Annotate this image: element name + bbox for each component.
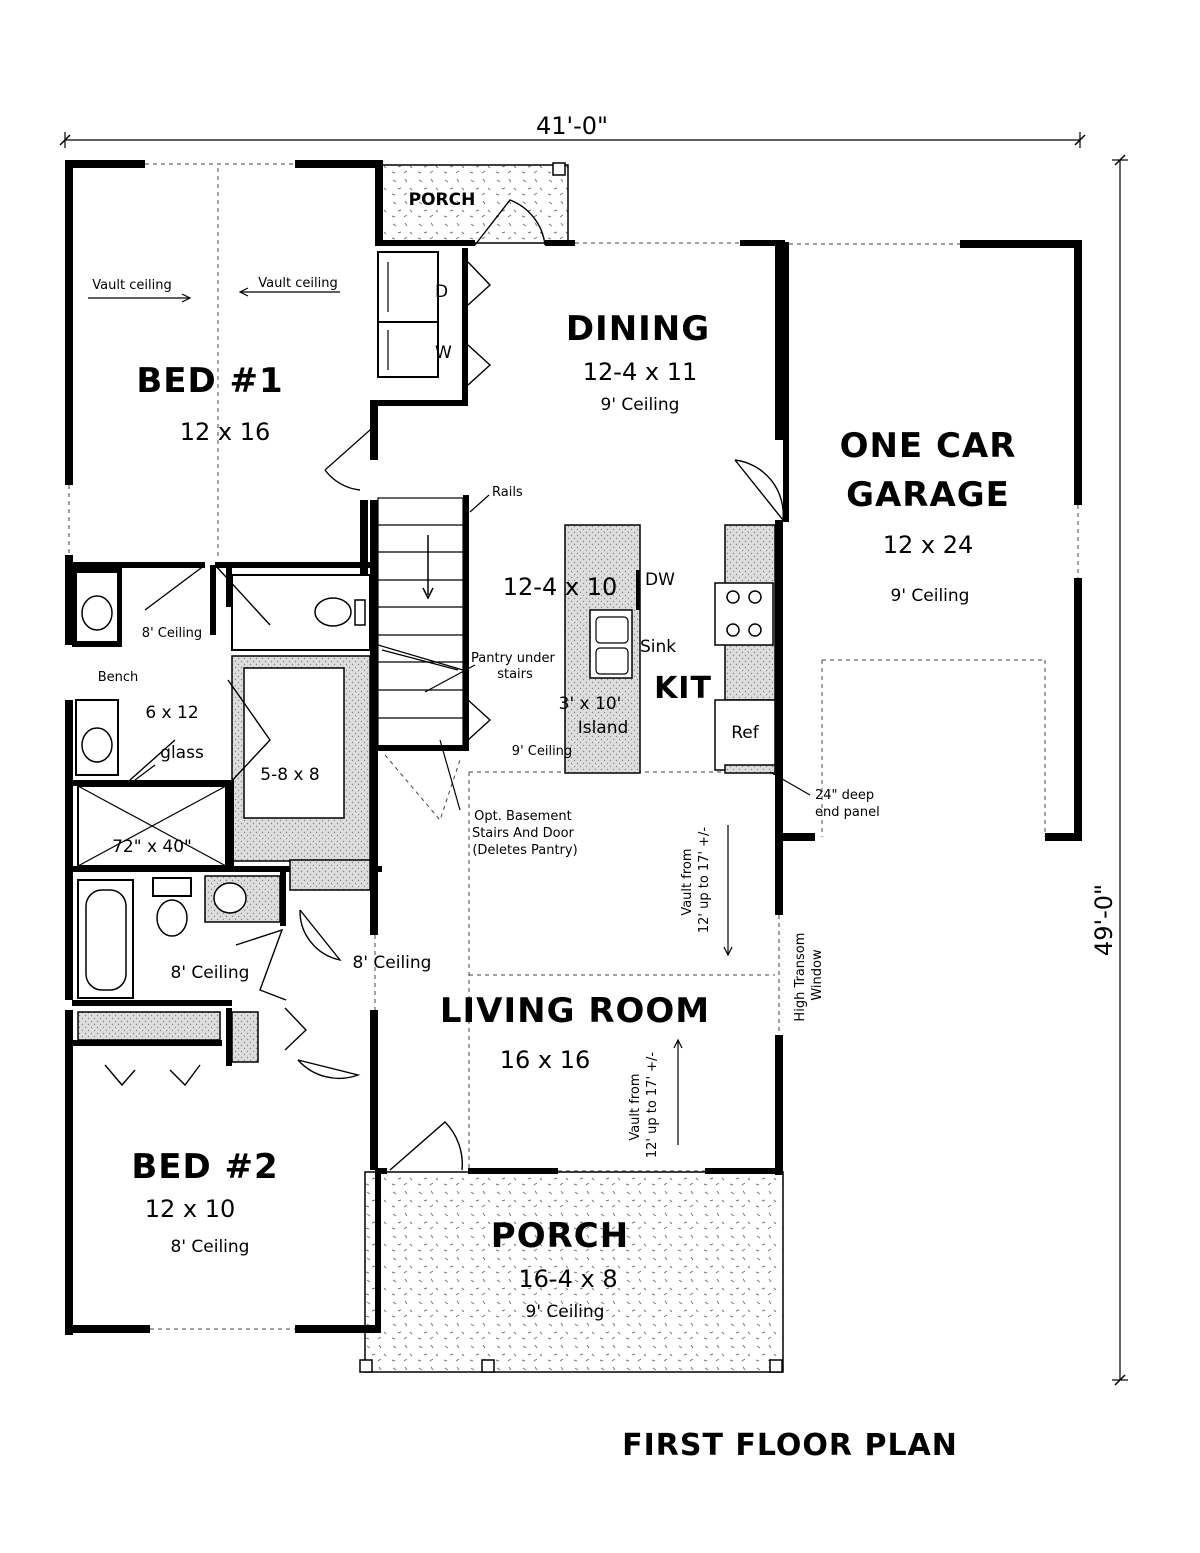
- hall-ceiling: 8' Ceiling: [353, 953, 432, 973]
- interior-walls: [65, 168, 775, 1170]
- pantry-leader: [424, 664, 476, 693]
- basement-leader: [439, 739, 461, 811]
- bed2-size: 12 x 10: [145, 1195, 236, 1223]
- island-size: 3' x 10': [559, 694, 622, 714]
- bed1-name: BED #1: [136, 361, 283, 401]
- basement-note: Opt. Basement Stairs And Door (Deletes P…: [472, 809, 578, 858]
- closet1-size: 5-8 x 8: [260, 765, 319, 785]
- garage-size: 12 x 24: [883, 531, 974, 559]
- porch-post: [552, 162, 566, 176]
- dining-name: DINING: [566, 309, 710, 349]
- basement-note-line: (Deletes Pantry): [472, 843, 577, 858]
- living-name: LIVING ROOM: [440, 991, 710, 1031]
- kitchen-fixtures: [564, 524, 776, 774]
- island-label: Island: [578, 718, 629, 738]
- living-vault-upper-line: 12' up to 17' +/-: [697, 827, 712, 934]
- bed2-ceiling: 8' Ceiling: [171, 1237, 250, 1257]
- bath1-size: 6 x 12: [145, 703, 198, 723]
- kitchen-size: 12-4 x 10: [503, 573, 617, 601]
- glass-label: glass: [160, 743, 204, 763]
- exterior-walls: [65, 160, 1082, 1335]
- living-vault-lower: Vault from 12' up to 17' +/-: [628, 1052, 660, 1159]
- living-vault-lower-line: 12' up to 17' +/-: [645, 1052, 660, 1159]
- porch-post: [769, 1359, 783, 1373]
- bath1-ceiling: 8' Ceiling: [142, 626, 202, 641]
- shower-size: 72" x 40": [112, 837, 192, 857]
- porch-post: [481, 1359, 495, 1373]
- porch-front-name: PORCH: [491, 1216, 629, 1256]
- depth-dimension: 49'-0": [1090, 154, 1128, 1386]
- laundry-d-label: D: [435, 282, 448, 302]
- porch-front-area: [364, 1171, 784, 1373]
- rails-label: Rails: [492, 485, 523, 500]
- width-label: 41'-0": [536, 112, 608, 140]
- depth-label: 49'-0": [1090, 884, 1118, 956]
- pantry-note: Pantry under stairs: [471, 651, 559, 682]
- kitchen-sink: Sink: [640, 637, 676, 657]
- pantry-note-line: stairs: [497, 667, 533, 682]
- width-dimension: 41'-0": [59, 112, 1086, 148]
- basement-note-line: Opt. Basement: [474, 809, 572, 824]
- bed1-size: 12 x 16: [180, 418, 271, 446]
- kitchen-name: KIT: [654, 671, 712, 706]
- kitchen-ceiling: 9' Ceiling: [512, 744, 572, 759]
- living-vault-upper: Vault from 12' up to 17' +/-: [680, 827, 712, 934]
- garage-name-line2: GARAGE: [846, 475, 1010, 515]
- end-panel-note-line: end panel: [815, 805, 880, 820]
- dining-size: 12-4 x 11: [583, 358, 697, 386]
- porch-top-area: [377, 164, 569, 244]
- basement-note-line: Stairs And Door: [472, 826, 575, 841]
- garage-ceiling: 9' Ceiling: [891, 586, 970, 606]
- end-panel-note: 24" deep end panel: [815, 788, 880, 820]
- transom-note-line: High Transom: [793, 933, 808, 1022]
- plan-title: FIRST FLOOR PLAN: [622, 1428, 958, 1463]
- doors: [104, 199, 784, 1171]
- living-vault-upper-line: Vault from: [680, 848, 695, 915]
- bed2-name: BED #2: [131, 1147, 278, 1187]
- dining-ceiling: 9' Ceiling: [601, 395, 680, 415]
- transom-note: High Transom Window: [793, 928, 825, 1021]
- end-panel-note-line: 24" deep: [815, 788, 874, 803]
- living-size: 16 x 16: [500, 1046, 591, 1074]
- kitchen-dw: DW: [645, 570, 675, 590]
- bath2-ceiling: 8' Ceiling: [171, 963, 250, 983]
- bed1-vault-left: Vault ceiling: [92, 278, 171, 293]
- garage-name-line1: ONE CAR: [840, 426, 1017, 466]
- bed1-vault-right: Vault ceiling: [258, 276, 337, 291]
- rails-leader: [469, 494, 490, 513]
- living-vault-lower-line: Vault from: [628, 1073, 643, 1140]
- glass-leader: [134, 764, 156, 781]
- porch-post: [359, 1359, 373, 1373]
- transom-note-line: Window: [810, 949, 825, 1001]
- porch-front-ceiling: 9' Ceiling: [526, 1302, 605, 1322]
- kitchen-ref: Ref: [731, 723, 760, 743]
- laundry-w-label: W: [435, 343, 452, 363]
- end-panel-leader: [769, 771, 811, 796]
- pantry-note-line: Pantry under: [471, 651, 555, 666]
- porch-front-size: 16-4 x 8: [518, 1265, 617, 1293]
- porch-top-name: PORCH: [409, 190, 476, 210]
- bench-label: Bench: [98, 670, 139, 685]
